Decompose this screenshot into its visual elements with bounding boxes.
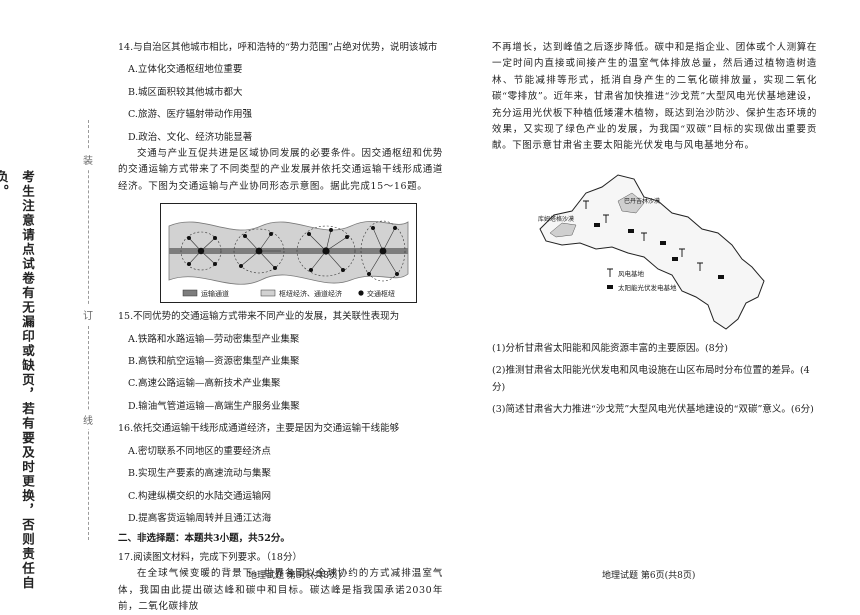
map-label-badain-jaran: 巴丹吉林沙漠 <box>624 197 660 205</box>
question-14-stem: 14.与自治区其他城市相比，呼和浩特的“势力范围”占绝对优势，说明该城市 <box>118 42 438 53</box>
binding-mark-ding: 订 <box>81 305 95 324</box>
q16-option-b: B.实现生产要素的高速流动与集聚 <box>128 468 272 480</box>
wind-base-markers <box>583 200 703 271</box>
legend-economy-label: 枢纽经济、通道经济 <box>279 289 342 298</box>
q16-option-c: C.构建纵横交织的水陆交通运输网 <box>128 490 271 502</box>
hub-cluster-4 <box>360 220 406 282</box>
question-16-stem: 16.依托交通运输干线形成通道经济，主要是因为交通运输干线能够 <box>118 423 400 435</box>
binding-line <box>88 120 89 540</box>
legend-economy-swatch <box>260 290 276 297</box>
transport-corridor <box>169 248 408 255</box>
q15-option-b: B.高铁和航空运输—资源密集型产业集聚 <box>128 356 300 368</box>
q15-option-a: A.铁路和水路运输—劳动密集型产业集聚 <box>128 333 300 345</box>
desert-area-1 <box>617 192 645 214</box>
legend-solar-symbol <box>607 284 613 289</box>
legend-hub-label: 交通枢纽 <box>367 289 395 298</box>
legend-solar-label: 太阳能光伏发电基地 <box>618 283 677 292</box>
legend-corridor-label: 运输通道 <box>201 289 229 298</box>
q14-option-b: B.城区面积较其他城市都大 <box>128 86 243 98</box>
exam-notice: 考生注意请点试卷有无漏印或缺页，若有要及时更换，否则责任自负。 <box>0 170 35 591</box>
q14-option-d: D.政治、文化、经济功能显著 <box>128 131 253 143</box>
q17-material-continued: 不再增长，达到峰值之后逐步降低。碳中和是指企业、团体或个人测算在一定时间内直接或… <box>492 42 817 152</box>
question-17-part-2: (2)推测甘肃省太阳能光伏发电和风电设施在山区布局时分布位置的差异。(4分) <box>492 365 810 393</box>
legend-wind-symbol <box>607 268 613 277</box>
gansu-outline <box>539 174 765 330</box>
question-17-part-3: (3)简述甘肃省大力推进“沙戈荒”大型风电光伏基地建设的“双碳”意义。(6分) <box>492 404 814 416</box>
page-footer-left: 地理试题 第5页(共8页) <box>248 571 342 581</box>
q14-option-c: C.旅游、医疗辐射带动作用强 <box>128 109 252 121</box>
q16-option-a: A.密切联系不同地区的重要经济点 <box>128 445 271 457</box>
material-intro: 交通与产业互促共进是区域协同发展的必要条件。因交通枢纽和优势的交通运输方式带来了… <box>118 148 443 192</box>
q15-option-c: C.高速公路运输—高新技术产业集聚 <box>128 378 281 390</box>
question-17-part-1: (1)分析甘肃省太阳能和风能资源丰富的主要原因。(8分) <box>492 342 728 354</box>
transport-industry-diagram: 运输通道 枢纽经济、通道经济 交通枢纽 <box>160 203 417 304</box>
q15-option-d: D.输油气管道运输—高端生产服务业集聚 <box>128 400 300 412</box>
binding-mark-xian: 线 <box>81 410 95 429</box>
q14-option-a: A.立体化交通枢纽地位重要 <box>128 64 243 76</box>
hub-cluster-3 <box>296 225 356 277</box>
question-17-stem: 17.阅读图文材料，完成下列要求。（18分） <box>118 551 302 563</box>
question-15-stem: 15.不同优势的交通运输方式带来不同产业的发展，其关联性表现为 <box>118 311 400 323</box>
binding-mark-zhuang: 装 <box>81 150 95 169</box>
left-page: 14.与自治区其他城市相比，呼和浩特的“势力范围”占绝对优势，说明该城市 A.立… <box>118 40 443 615</box>
page-footer-right: 地理试题 第6页(共8页) <box>602 571 696 581</box>
question-17-material: 在全球气候变暖的背景下，世界各国以全球协约的方式减排温室气体，我国由此提出碳达峰… <box>118 568 443 612</box>
legend-wind-label: 风电基地 <box>618 269 645 278</box>
gansu-energy-map: 巴丹吉林沙漠 库姆塔格沙漠 风电基地 太阳能光伏发电基地 <box>538 174 765 330</box>
section-2-heading: 二、非选择题：本题共3小题，共52分。 <box>118 533 290 545</box>
map-label-kumtag: 库姆塔格沙漠 <box>538 215 574 223</box>
hub-cluster-2 <box>233 228 285 274</box>
legend-hub-symbol <box>358 290 364 296</box>
q16-option-d: D.提高客货运输周转并且通江达海 <box>128 512 272 524</box>
legend-corridor-swatch <box>182 290 198 297</box>
solar-base-markers <box>594 222 724 279</box>
right-page: 不再增长，达到峰值之后逐步降低。碳中和是指企业、团体或个人测算在一定时间内直接或… <box>492 40 817 418</box>
desert-area-2 <box>549 222 577 238</box>
